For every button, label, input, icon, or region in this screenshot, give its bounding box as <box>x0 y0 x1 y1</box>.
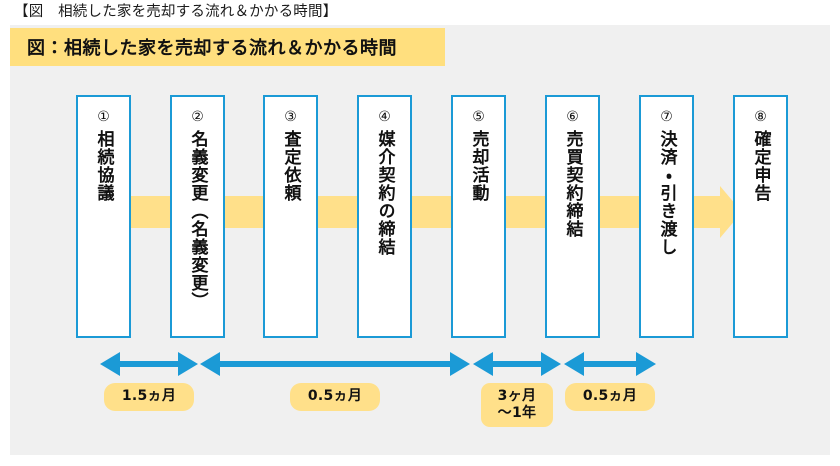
duration-label: 3ヶ月 <box>497 387 537 404</box>
connector-arrow-7-8 <box>686 186 742 238</box>
step-label: 売買契約締結 <box>562 130 583 238</box>
step-number: ② <box>191 109 204 125</box>
timeline-arrow-2 <box>200 352 470 376</box>
figure-caption: 【図 相続した家を売却する流れ＆かかる時間】 <box>14 4 338 20</box>
step-box-3[interactable]: ③ 査定依頼 <box>263 95 318 338</box>
duration-label: 0.5ヵ月 <box>582 388 638 405</box>
duration-pill-4: 0.5ヵ月 <box>565 383 655 411</box>
timeline-arrow-1 <box>100 352 198 376</box>
step-label: 相続協議 <box>93 130 114 202</box>
connector-2-3 <box>218 196 268 228</box>
step-number: ③ <box>284 109 297 125</box>
connector-5-6 <box>500 196 550 228</box>
step-number: ⑧ <box>754 109 767 125</box>
step-box-4[interactable]: ④ 媒介契約の締結 <box>357 95 412 338</box>
step-label: 決済・引き渡し <box>656 130 677 256</box>
step-number: ④ <box>378 109 391 125</box>
timeline-arrow-4 <box>564 352 656 376</box>
connector-6-7 <box>594 196 644 228</box>
timeline-arrow-3 <box>473 352 561 376</box>
step-box-5[interactable]: ⑤ 売却活動 <box>451 95 506 338</box>
step-number: ⑤ <box>472 109 485 125</box>
duration-label: 1.5ヵ月 <box>121 388 177 405</box>
step-label: 査定依頼 <box>280 130 301 202</box>
step-number: ⑦ <box>660 109 673 125</box>
connector-3-4 <box>312 196 362 228</box>
duration-label: 0.5ヵ月 <box>307 388 363 405</box>
step-number: ⑥ <box>566 109 579 125</box>
step-label: 売却活動 <box>468 130 489 202</box>
step-number: ① <box>97 109 110 125</box>
duration-pill-3: 3ヶ月 ～1年 <box>481 383 553 427</box>
step-box-7[interactable]: ⑦ 決済・引き渡し <box>639 95 694 338</box>
step-label: 名義変更（名義変更） <box>187 130 208 310</box>
step-label: 確定申告 <box>750 130 771 202</box>
step-box-2[interactable]: ② 名義変更（名義変更） <box>170 95 225 338</box>
duration-label-line2: ～1年 <box>497 405 537 421</box>
step-box-6[interactable]: ⑥ 売買契約締結 <box>545 95 600 338</box>
step-box-1[interactable]: ① 相続協議 <box>76 95 131 338</box>
connector-4-5 <box>406 196 456 228</box>
step-box-8[interactable]: ⑧ 確定申告 <box>733 95 788 338</box>
banner: 図：相続した家を売却する流れ＆かかる時間 <box>10 28 445 66</box>
banner-title: 図：相続した家を売却する流れ＆かかる時間 <box>27 38 397 59</box>
duration-pill-2: 0.5ヵ月 <box>290 383 380 411</box>
duration-pill-1: 1.5ヵ月 <box>104 383 194 411</box>
step-label: 媒介契約の締結 <box>374 130 395 256</box>
connector-1-2 <box>125 196 175 228</box>
